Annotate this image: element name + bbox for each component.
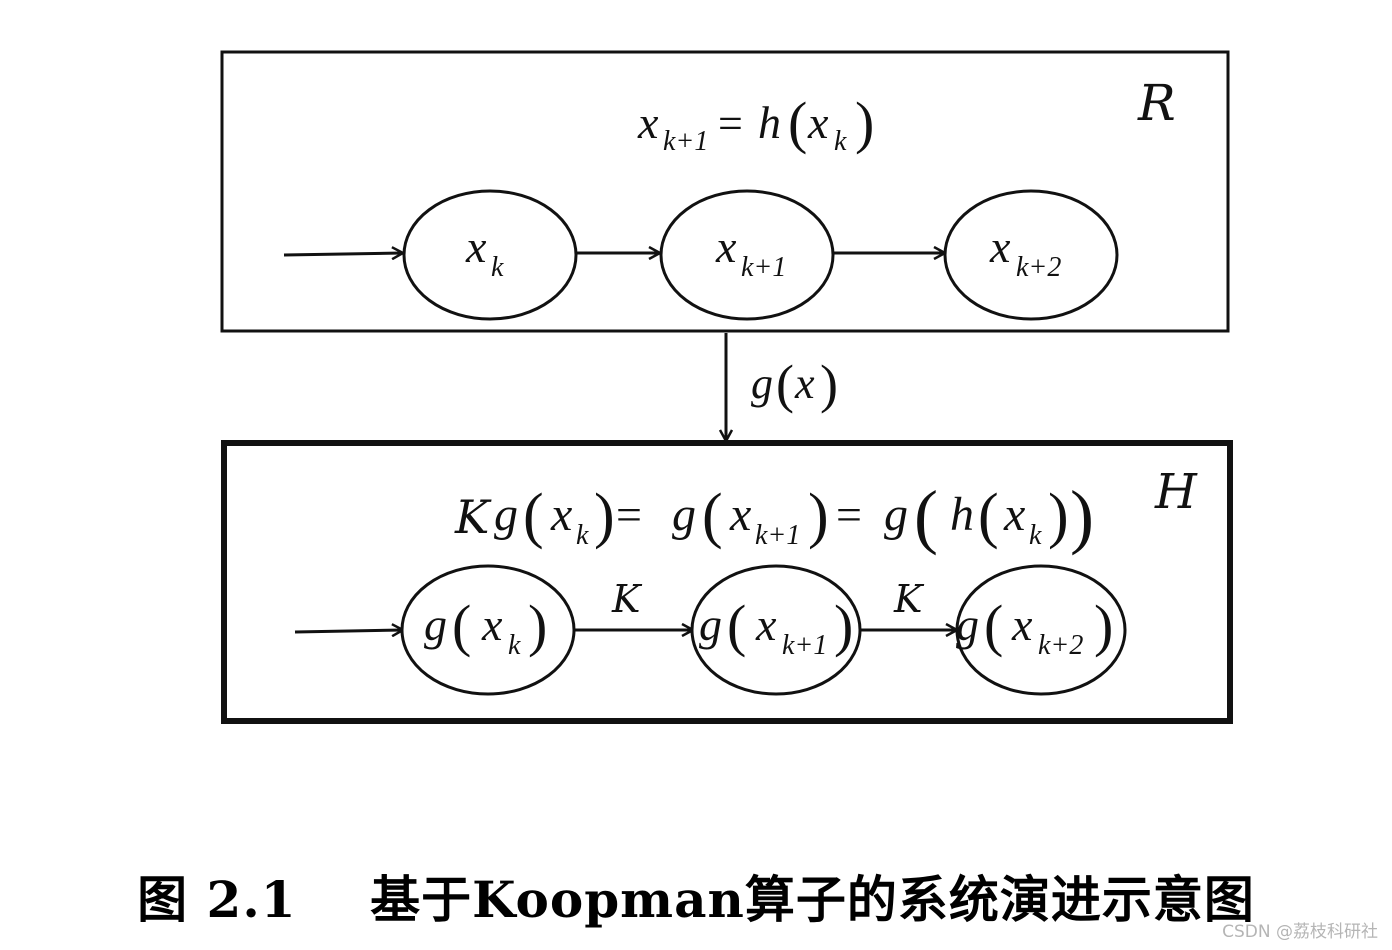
state-space-label: R [1137, 74, 1176, 132]
svg-text:x: x [715, 221, 737, 272]
svg-text:(: ( [914, 476, 938, 556]
svg-text:k+1: k+1 [741, 252, 786, 283]
svg-text:x: x [1011, 599, 1033, 650]
svg-text:x: x [550, 488, 572, 541]
svg-text:h: h [950, 488, 974, 541]
observable-map-label: g ( x ) [751, 354, 838, 414]
svg-text:k: k [491, 252, 504, 283]
koopman-edge-2-label: K [893, 577, 925, 621]
svg-text:(: ( [776, 354, 794, 414]
observable-node-gxk2: g ( x k+2 ) [955, 564, 1127, 696]
svg-text:(: ( [452, 593, 471, 658]
svg-text:): ) [1070, 476, 1094, 556]
svg-text:x: x [755, 599, 777, 650]
state-space-box [220, 50, 1230, 333]
function-space-label: H [1154, 464, 1198, 520]
svg-text:): ) [528, 593, 547, 658]
svg-text:): ) [808, 482, 829, 550]
koopman-equation: K g ( x k ) = g ( x k+1 ) = g ( h ( x k … [454, 476, 1094, 556]
svg-text:x: x [465, 221, 487, 272]
svg-text:x: x [637, 97, 659, 148]
figure-caption: 图 2.1 基于Koopman算子的系统演进示意图 [137, 870, 1255, 929]
svg-text:(: ( [978, 482, 999, 550]
state-input-arrow [283, 253, 402, 255]
svg-text:): ) [594, 482, 615, 550]
svg-text:k: k [508, 630, 521, 661]
svg-text:): ) [834, 593, 853, 658]
svg-text:x: x [794, 359, 815, 408]
svg-text:g: g [956, 599, 979, 650]
state-node-xk: x k [402, 189, 578, 321]
svg-text:): ) [1094, 593, 1113, 658]
svg-text:g: g [699, 599, 722, 650]
svg-text:(: ( [788, 90, 807, 155]
svg-text:(: ( [984, 593, 1003, 658]
svg-text:k: k [834, 126, 847, 157]
svg-text:k+2: k+2 [1016, 252, 1061, 283]
svg-text:(: ( [702, 482, 723, 550]
svg-text:(: ( [523, 482, 544, 550]
svg-text:g: g [494, 488, 518, 541]
svg-text:x: x [481, 599, 503, 650]
svg-text:g: g [884, 488, 908, 541]
svg-text:): ) [820, 354, 838, 414]
svg-text:x: x [989, 221, 1011, 272]
svg-text:=: = [616, 489, 642, 540]
svg-text:g: g [751, 359, 773, 408]
svg-text:k+2: k+2 [1038, 630, 1083, 661]
svg-text:k+1: k+1 [663, 126, 708, 157]
svg-text:x: x [807, 97, 829, 148]
watermark: CSDN @荔枝科研社 [1222, 922, 1378, 942]
svg-text:k: k [1029, 520, 1042, 551]
svg-text:k+1: k+1 [755, 520, 800, 551]
svg-text:=: = [836, 489, 862, 540]
observable-node-gxk: g ( x k ) [400, 564, 576, 696]
svg-text:x: x [729, 488, 751, 541]
function-space-box [221, 440, 1233, 724]
observable-input-arrow [294, 630, 402, 632]
svg-text:): ) [855, 90, 874, 155]
svg-text:x: x [1003, 488, 1025, 541]
observable-node-gxk1: g ( x k+1 ) [690, 564, 862, 696]
svg-text:K: K [454, 490, 492, 544]
svg-text:(: ( [727, 593, 746, 658]
svg-text:=: = [718, 99, 743, 148]
svg-text:g: g [672, 488, 696, 541]
svg-text:k+1: k+1 [782, 630, 827, 661]
state-node-xk2: x k+2 [943, 189, 1119, 321]
state-node-xk1: x k+1 [659, 189, 835, 321]
svg-text:): ) [1048, 482, 1069, 550]
svg-text:k: k [576, 520, 589, 551]
state-equation: x k+1 = h ( x k ) [637, 90, 874, 157]
svg-text:h: h [758, 97, 781, 148]
svg-text:g: g [424, 599, 447, 650]
koopman-edge-1-label: K [611, 577, 643, 621]
